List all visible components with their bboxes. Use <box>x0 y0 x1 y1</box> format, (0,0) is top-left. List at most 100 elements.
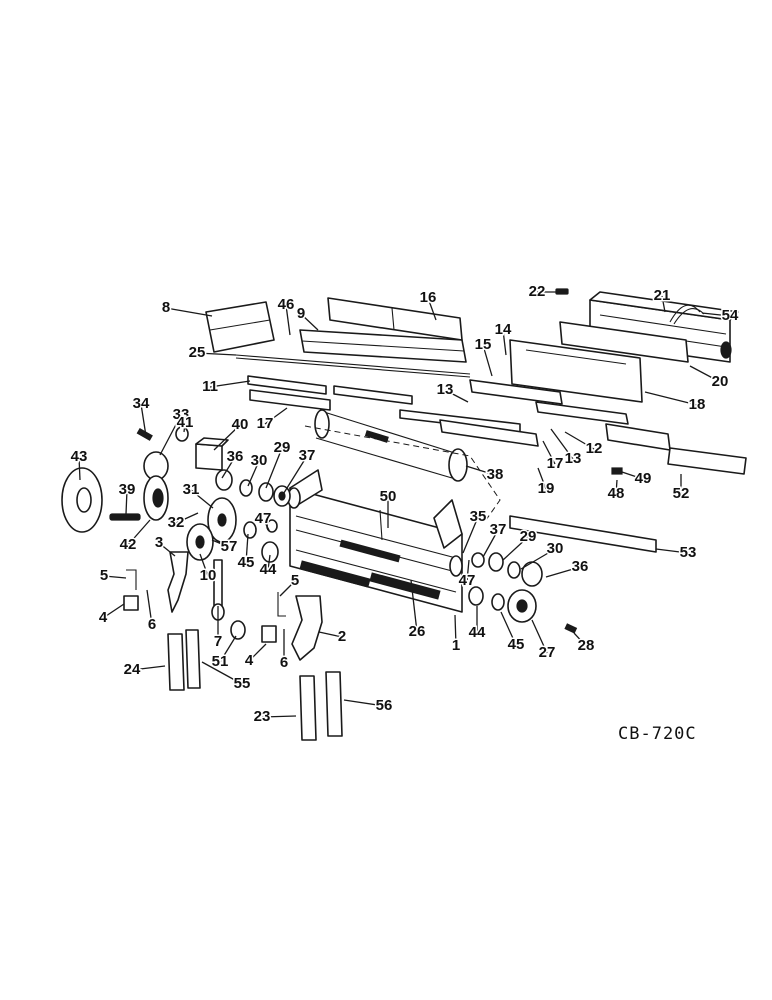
callout-number: 3 <box>155 534 163 551</box>
callout-number: 10 <box>200 567 217 584</box>
panel-14 <box>559 321 689 363</box>
bar-53 <box>509 515 657 553</box>
callout-number: 30 <box>547 540 564 557</box>
arm-2 <box>291 595 323 661</box>
parts-right-44-45 <box>468 586 505 611</box>
callout-number: 2 <box>338 628 346 645</box>
callout-number: 34 <box>133 395 150 412</box>
bearing-33-42 <box>143 451 169 521</box>
leader-line <box>140 403 147 437</box>
leader-line <box>127 519 151 546</box>
callout-number: 49 <box>635 470 652 487</box>
pin-28 <box>564 623 578 634</box>
leader-line <box>175 512 199 524</box>
callout-number: 43 <box>71 448 88 465</box>
leader-line <box>211 539 230 548</box>
bearings-45-44-47 <box>243 519 279 563</box>
leader-line <box>146 589 153 626</box>
callout-number: 57 <box>221 538 238 555</box>
drawing-code: CB-720C <box>618 724 697 744</box>
callout-number: 54 <box>722 307 739 324</box>
callout-number: 42 <box>120 536 137 553</box>
arm-3 <box>167 551 189 613</box>
leader-line <box>644 391 698 406</box>
callout-number: 23 <box>254 708 271 725</box>
leader-line <box>542 440 556 465</box>
leader-line <box>102 603 125 619</box>
callout-number: 11 <box>202 378 218 395</box>
leader-line <box>131 665 166 671</box>
leader-line <box>466 559 470 582</box>
callout-number: 46 <box>278 296 295 313</box>
leader-line <box>125 489 128 515</box>
callout-number: 53 <box>680 544 697 561</box>
block-4-right <box>261 625 277 643</box>
strip-19-13 <box>439 419 539 447</box>
leader-line <box>689 365 721 383</box>
callout-number: 52 <box>673 485 690 502</box>
leader-line <box>573 632 587 647</box>
leader-line <box>615 479 618 495</box>
callout-number: 15 <box>475 336 492 353</box>
leader-line <box>248 643 267 662</box>
callout-number: 36 <box>572 558 589 575</box>
leader-line <box>564 431 595 450</box>
callout-number: 39 <box>119 481 136 498</box>
callout-number: 5 <box>100 567 108 584</box>
callout-number: 55 <box>234 675 251 692</box>
parts-right-29-30-36 <box>471 552 543 587</box>
leader-line <box>545 566 581 578</box>
leader-line <box>454 614 457 647</box>
hub-57 <box>186 523 214 561</box>
leader-line <box>219 635 237 663</box>
block-4-left <box>123 595 139 611</box>
leader-line <box>261 715 297 718</box>
leader-line <box>267 554 271 571</box>
leader-line <box>482 344 493 377</box>
callout-number: 24 <box>124 661 141 678</box>
leader-line <box>221 456 236 479</box>
leader-line <box>661 295 666 313</box>
callout-number: 29 <box>274 439 291 456</box>
callout-number: 31 <box>183 481 200 498</box>
callout-number: 37 <box>490 521 507 538</box>
callout-number: 30 <box>251 452 268 469</box>
hook-5-right <box>277 592 286 617</box>
callout-number: 20 <box>712 373 729 390</box>
leader-line <box>502 536 529 561</box>
leader-line <box>262 518 270 531</box>
leader-line <box>213 424 241 451</box>
callout-number: 50 <box>380 488 397 505</box>
hub-27 <box>507 589 537 623</box>
leader-line <box>199 553 209 577</box>
washer-41 <box>175 426 189 442</box>
callout-number: 9 <box>297 305 305 322</box>
callout-number: 14 <box>495 321 512 338</box>
callout-number: 36 <box>227 448 244 465</box>
callout-number: 29 <box>520 528 537 545</box>
callout-number: 47 <box>459 572 476 589</box>
callout-number: 17 <box>257 415 274 432</box>
leader-line <box>318 631 343 638</box>
clip-48-49 <box>611 467 623 475</box>
leader-line <box>531 619 548 654</box>
callout-number: 4 <box>99 609 108 626</box>
callout-number: 16 <box>420 289 437 306</box>
callout-number: 35 <box>470 508 487 525</box>
callout-number: 45 <box>508 636 525 653</box>
callout-number: 33 <box>173 406 190 423</box>
leader-line <box>621 471 644 480</box>
leader-line <box>103 575 127 579</box>
callout-number: 56 <box>376 697 393 714</box>
callout-number: 12 <box>586 440 603 457</box>
panel-16 <box>327 297 463 341</box>
leader-line <box>247 460 260 487</box>
disc-31 <box>207 497 237 543</box>
callout-number: 1 <box>452 637 460 654</box>
callout-number: 51 <box>212 653 229 670</box>
leader-line <box>190 489 214 509</box>
leader-line <box>159 414 182 456</box>
strip-11 <box>247 375 413 405</box>
